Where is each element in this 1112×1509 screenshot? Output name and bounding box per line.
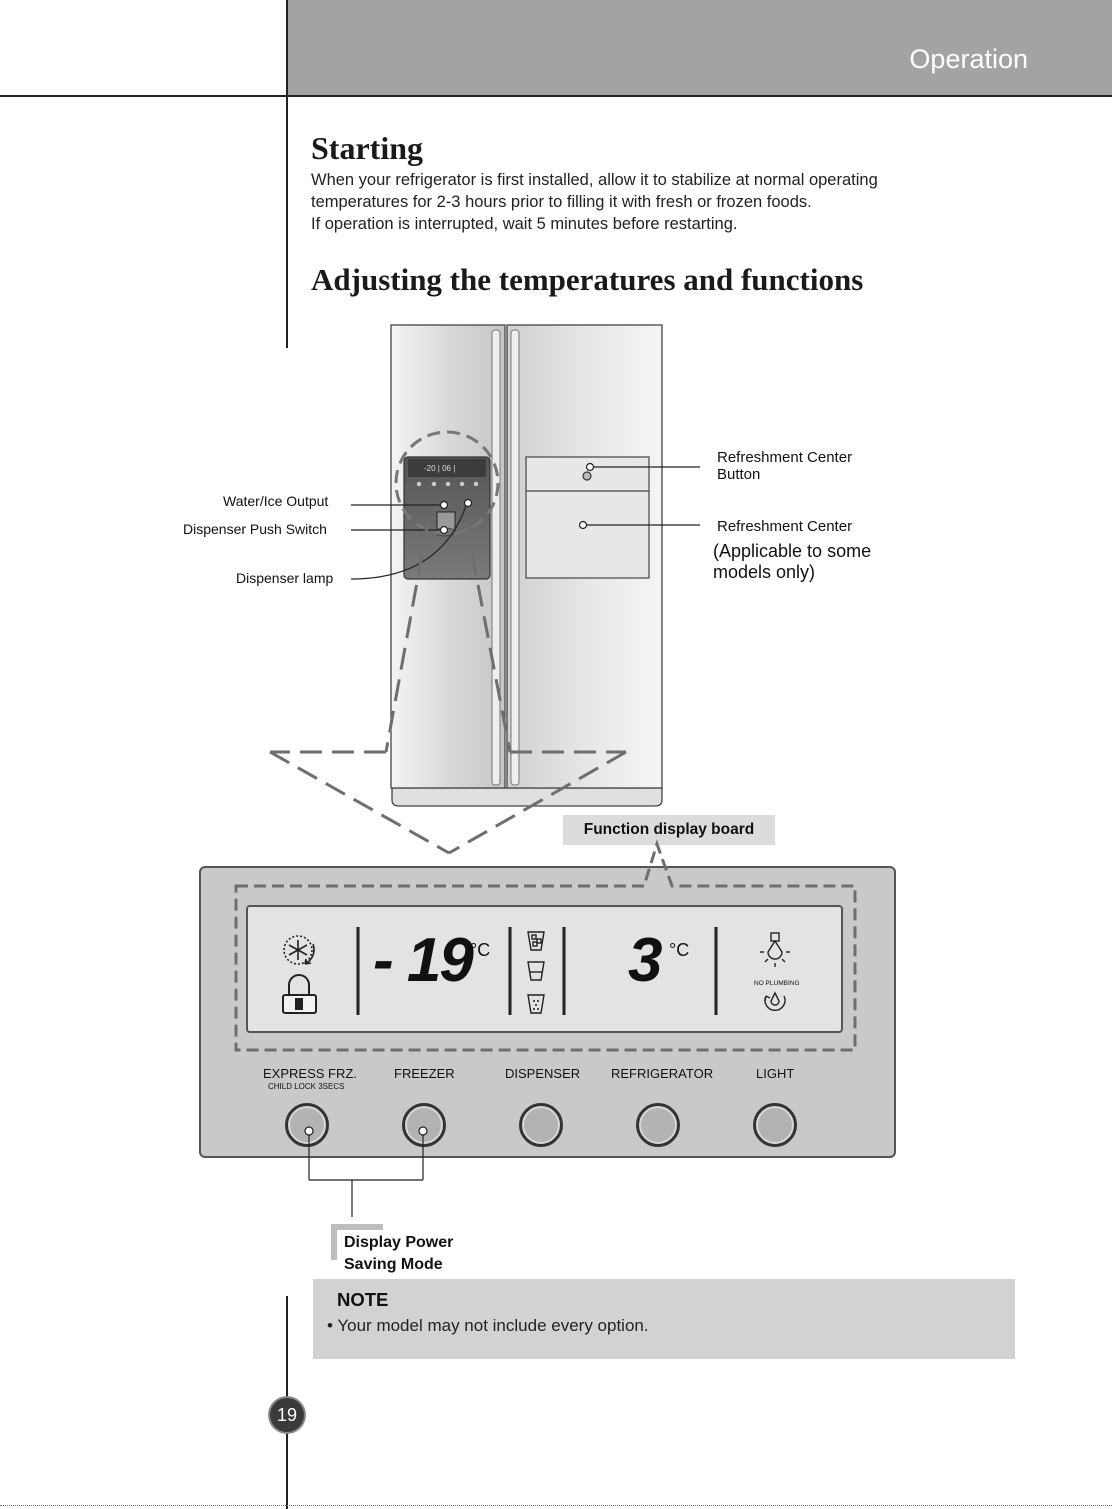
power-saving-line2: Saving Mode [344, 1256, 443, 1273]
ice-cubes-icon [527, 931, 545, 951]
callout-refreshment-center: Refreshment Center [717, 518, 853, 535]
lcd-display [246, 905, 843, 1033]
freezer-temp-readout: - 19 [373, 926, 474, 995]
callout-rcb-line2: Button [717, 466, 761, 483]
callout-dispenser-lamp: Dispenser lamp [236, 570, 334, 586]
light-label: LIGHT [756, 1066, 795, 1081]
callout-refreshment-center-button: Refreshment Center Button [717, 449, 852, 483]
page-number: 19 [270, 1398, 304, 1432]
starting-line-3: If operation is interrupted, wait 5 minu… [311, 215, 738, 233]
dispenser-label: DISPENSER [505, 1066, 581, 1081]
callout-applicable: (Applicable to some models only) [713, 541, 871, 583]
callout-rcb-line1: Refreshment Center [717, 449, 853, 466]
no-plumbing-label: NO PLUMBING [754, 980, 800, 987]
refreshment-center-button [582, 471, 592, 481]
fridge-temp-readout: 3 [628, 926, 663, 995]
express-frz-label: EXPRESS FRZ. [263, 1066, 357, 1081]
function-display-board-label: Function display board [563, 815, 775, 845]
refrigerator-handle [510, 329, 520, 786]
svg-text:-20 | 06 |: -20 | 06 | [424, 464, 455, 473]
dispenser-highlight-circle [394, 430, 500, 536]
fridge-base [391, 787, 663, 807]
fridge-temp-unit: °C [669, 940, 690, 960]
dispenser-button[interactable] [519, 1103, 563, 1147]
adjusting-heading: Adjusting the temperatures and functions [311, 262, 864, 297]
crushed-ice-dots [533, 1000, 539, 1010]
child-lock-label: CHILD LOCK 3SECS [268, 1082, 345, 1091]
refrigerator-label: REFRIGERATOR [611, 1066, 714, 1081]
lock-icon [282, 974, 317, 1014]
light-button[interactable] [753, 1103, 797, 1147]
power-saving-label: Display Power Saving Mode [344, 1232, 453, 1276]
starting-line-2: temperatures for 2-3 hours prior to fill… [311, 193, 812, 211]
header-band [287, 0, 1112, 96]
projection-lines [269, 521, 627, 855]
refrigerator-button[interactable] [636, 1103, 680, 1147]
no-plumbing-icon [764, 991, 786, 1012]
power-saving-accent [331, 1224, 383, 1260]
power-saving-line1: Display Power [344, 1234, 454, 1251]
water-glass-icon [527, 961, 545, 981]
header-rule [0, 95, 1112, 97]
freezer-button[interactable] [402, 1103, 446, 1147]
margin-rule-top [286, 0, 288, 348]
note-text: • Your model may not include every optio… [327, 1316, 649, 1335]
callout-applicable-line2: models only) [713, 562, 816, 582]
starting-heading: Starting [311, 130, 423, 166]
crushed-ice-icon [527, 994, 545, 1014]
freezer-label: FREEZER [394, 1066, 455, 1081]
note-box [313, 1279, 1015, 1359]
light-bulb-icon [760, 932, 790, 967]
callout-applicable-line1: (Applicable to some [713, 541, 872, 561]
section-title: Operation [909, 44, 1028, 74]
mini-display [408, 459, 486, 477]
express-frz-button[interactable] [285, 1103, 329, 1147]
bottom-dotted-rule [0, 1505, 1112, 1506]
note-title: NOTE [337, 1289, 389, 1310]
callout-water-ice-output: Water/Ice Output [223, 493, 329, 509]
freezer-handle [491, 329, 501, 786]
callout-dispenser-push-switch: Dispenser Push Switch [183, 521, 327, 537]
starting-line-1: When your refrigerator is first installe… [311, 171, 878, 189]
starting-paragraph: When your refrigerator is first installe… [311, 169, 1011, 235]
freezer-temp-unit: °C [470, 940, 491, 960]
display-dashed-outline [234, 839, 857, 1052]
express-freeze-icon [283, 935, 315, 965]
